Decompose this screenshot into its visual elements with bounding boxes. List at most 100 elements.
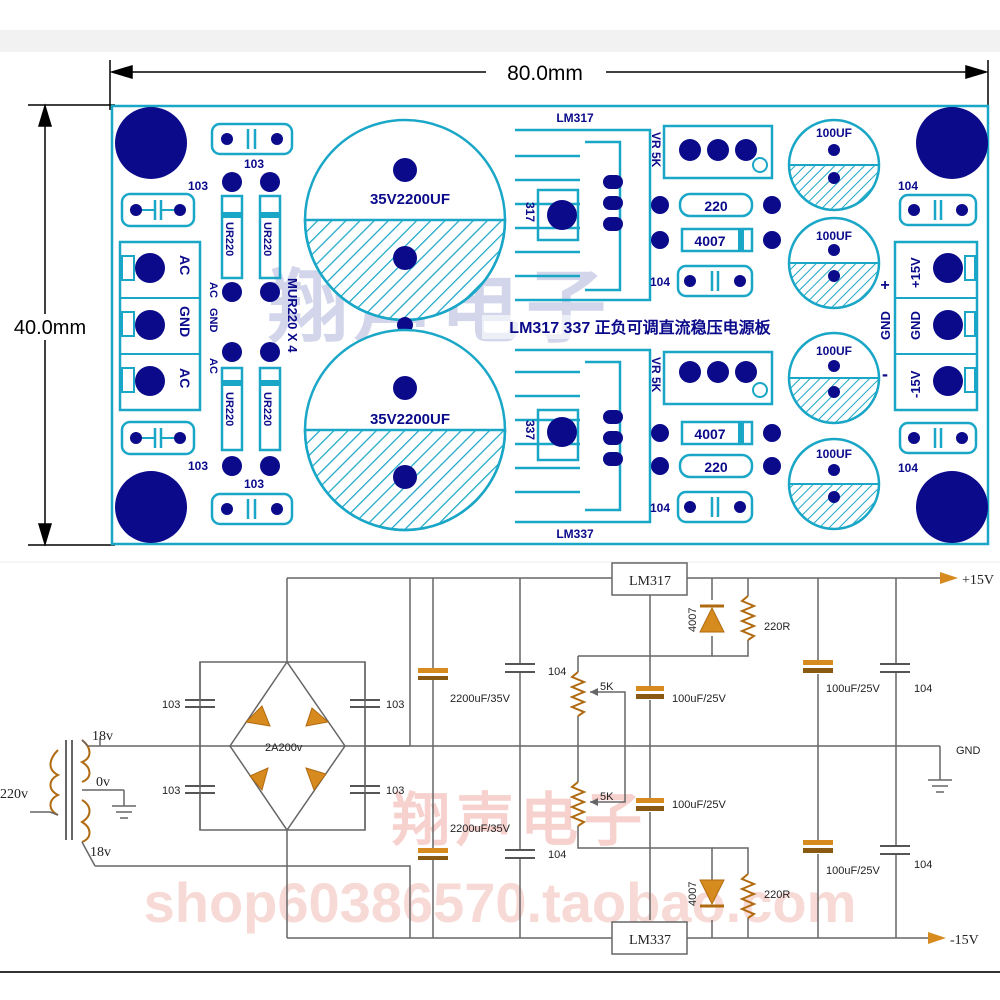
c103-4: 103 bbox=[386, 785, 404, 797]
electrolytic-caps bbox=[418, 660, 833, 860]
transformer bbox=[30, 739, 124, 867]
pot-wiper-arrows bbox=[590, 688, 598, 806]
mounting-hole-top-left bbox=[115, 107, 187, 179]
cap-103-bridge-bottom bbox=[210, 492, 294, 526]
cap-100uf-4 bbox=[787, 437, 881, 531]
cap-100uf-4-label: 100UF bbox=[816, 447, 852, 461]
protection-diodes bbox=[699, 604, 725, 908]
schematic-wires bbox=[88, 577, 952, 939]
dc-output-terminal bbox=[893, 240, 979, 412]
ur220-label-2: UR220 bbox=[261, 222, 273, 256]
out-neg-label: -15V bbox=[908, 370, 923, 398]
out-neg-arrow bbox=[928, 932, 946, 944]
diode-4007-top bbox=[651, 227, 781, 253]
cap-104-mid-bottom-label: 104 bbox=[650, 501, 670, 515]
pot-bottom bbox=[662, 350, 774, 406]
diode-4007-top-label: 4007 bbox=[694, 233, 725, 249]
cap-104-mid-top-label: 104 bbox=[650, 275, 670, 289]
res-sch-2: 220R bbox=[764, 889, 790, 901]
big-cap-top-label: 35V2200UF bbox=[370, 191, 450, 208]
res-220-top-label: 220 bbox=[704, 198, 728, 214]
width-dim-label: 80.0mm bbox=[507, 62, 583, 85]
res-220-bottom bbox=[651, 453, 781, 479]
cap-103-left-bottom bbox=[120, 420, 196, 456]
resistor-symbols bbox=[569, 595, 757, 919]
lm317-box bbox=[611, 562, 688, 596]
lm317-pins bbox=[603, 175, 623, 231]
cap-103-left-top bbox=[120, 192, 196, 228]
tap-bottom-label: 18v bbox=[90, 845, 111, 860]
pcb-section: 80.0mm 40.0mm 翔声电子 103 bbox=[5, 60, 990, 547]
out-pos-arrow bbox=[940, 572, 958, 584]
ac-label-2: AC bbox=[177, 368, 193, 388]
out-pos-schematic: +15V bbox=[962, 573, 994, 588]
cap-104-mid-bottom bbox=[676, 490, 754, 524]
pot-1: 5K bbox=[600, 681, 614, 693]
diode-4007-bottom bbox=[651, 420, 781, 446]
lm317-label: LM317 bbox=[556, 111, 594, 125]
height-dim-label: 40.0mm bbox=[14, 317, 86, 339]
lm337-schematic-label: LM337 bbox=[629, 933, 671, 948]
plus-sign: + bbox=[880, 277, 889, 294]
label-103-left-top: 103 bbox=[188, 179, 208, 193]
cap-104-right-bottom-label: 104 bbox=[898, 461, 918, 475]
cap-100uf-3 bbox=[787, 331, 881, 425]
diode-sch-1: 4007 bbox=[687, 608, 699, 632]
c104-right-2: 104 bbox=[914, 859, 932, 871]
c103-2: 103 bbox=[386, 699, 404, 711]
res-220-bottom-label: 220 bbox=[704, 459, 728, 475]
ur220-label-1: UR220 bbox=[223, 222, 235, 256]
bridge-label: MUR220 X 4 bbox=[285, 278, 300, 353]
top-strip bbox=[0, 30, 1000, 52]
ac-label-1: AC bbox=[177, 255, 193, 275]
cap-100uf-1-label: 100UF bbox=[816, 126, 852, 140]
c100-right-2: 100uF/25V bbox=[826, 865, 880, 877]
lm337-code: 337 bbox=[523, 420, 537, 440]
shop-url-watermark: shop60386570.taobao.com bbox=[144, 871, 857, 934]
lm337-pins bbox=[603, 410, 623, 466]
lm337-box bbox=[611, 921, 688, 955]
ur220-label-3: UR220 bbox=[223, 392, 235, 426]
tap-mid-label: 0v bbox=[96, 775, 110, 790]
cap-104-mid-top bbox=[676, 264, 754, 298]
out-pos-label: +15V bbox=[908, 257, 923, 288]
heatsink-bottom bbox=[515, 348, 652, 524]
cap-104-right-top-label: 104 bbox=[898, 179, 918, 193]
diode-sch-2: 4007 bbox=[687, 882, 699, 906]
lm337-tab-pad bbox=[547, 417, 577, 447]
c104-1: 104 bbox=[548, 666, 566, 678]
c103-1: 103 bbox=[162, 699, 180, 711]
big-cap-top bbox=[303, 118, 507, 322]
gnd-label-small: GND bbox=[207, 308, 219, 333]
bridge-diode-symbols bbox=[244, 705, 330, 792]
schematic-section: 翔声电子 shop60386570.taobao.com bbox=[0, 562, 994, 955]
bridge-schematic-label: 2A200v bbox=[265, 742, 303, 754]
c104-2: 104 bbox=[548, 849, 566, 861]
label-103-bridge-bottom: 103 bbox=[244, 477, 264, 491]
out-neg-schematic: -15V bbox=[950, 933, 979, 948]
heatsink-top bbox=[515, 128, 652, 302]
pot-top-label: VR 5K bbox=[649, 132, 663, 168]
ur220-label-4: UR220 bbox=[261, 392, 273, 426]
c-main-2: 2200uF/35V bbox=[450, 823, 511, 835]
lm317-code: 317 bbox=[523, 202, 537, 222]
ac-label-small-2: AC bbox=[207, 358, 219, 374]
cap-103-bridge-top bbox=[210, 122, 294, 156]
out-gnd-label: GND bbox=[908, 311, 923, 340]
lm337-label: LM337 bbox=[556, 527, 594, 541]
res-220-top bbox=[651, 192, 781, 218]
cap-100uf-2 bbox=[787, 216, 881, 310]
big-cap-bottom bbox=[303, 328, 507, 532]
cap-104-right-top bbox=[898, 193, 978, 227]
c100-right-1: 100uF/25V bbox=[826, 683, 880, 695]
pot-bottom-label: VR 5K bbox=[649, 357, 663, 393]
cap-100uf-1 bbox=[787, 118, 881, 212]
res-sch-1: 220R bbox=[764, 621, 790, 633]
v-in-label: 220v bbox=[0, 787, 28, 802]
mounting-hole-top-right bbox=[916, 107, 988, 179]
cap-103-wires bbox=[199, 662, 366, 830]
label-103-left-bottom: 103 bbox=[188, 459, 208, 473]
minus-sign: - bbox=[882, 364, 888, 384]
label-103-bridge-top: 103 bbox=[244, 157, 264, 171]
cap-100uf-3-label: 100UF bbox=[816, 344, 852, 358]
